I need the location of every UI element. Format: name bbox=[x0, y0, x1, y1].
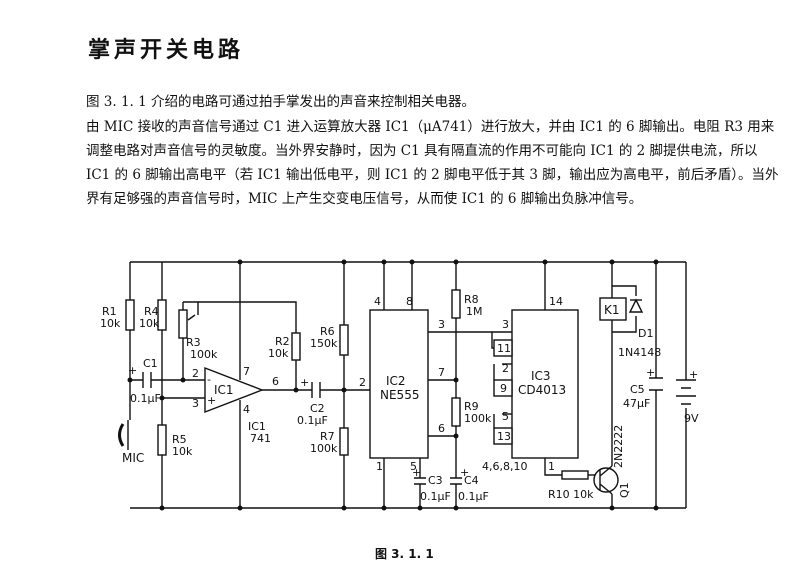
svg-text:+: + bbox=[689, 368, 698, 381]
resistor-r2 bbox=[291, 332, 301, 361]
r4-value: 10k bbox=[139, 317, 160, 330]
c2-value: 0.1μF bbox=[297, 414, 328, 427]
svg-text:2: 2 bbox=[359, 376, 366, 389]
svg-text:7: 7 bbox=[438, 366, 445, 379]
r3-label: R3 bbox=[186, 336, 201, 349]
resistor-r10 bbox=[561, 470, 589, 480]
figure-caption: 图 3. 1. 1 bbox=[375, 547, 434, 561]
resistor-r5 bbox=[157, 424, 167, 456]
r6-value: 150k bbox=[310, 337, 338, 350]
resistor-r8 bbox=[451, 289, 461, 319]
c1-value: 0.1μF bbox=[130, 392, 161, 405]
potentiometer-r3 bbox=[178, 309, 188, 339]
svg-text:NE555: NE555 bbox=[380, 388, 419, 402]
svg-text:8: 8 bbox=[406, 295, 413, 308]
r2-label: R2 bbox=[275, 335, 290, 348]
r2-value: 10k bbox=[268, 347, 289, 360]
mic-label: MIC bbox=[122, 451, 144, 465]
page-title: 掌声开关电路 bbox=[88, 37, 245, 63]
ic3-ground-pins: 4,6,8,10 bbox=[482, 460, 527, 473]
r1-value: 10k bbox=[100, 317, 121, 330]
c4-label: C4 bbox=[464, 474, 479, 487]
ic2-ne555 bbox=[369, 309, 429, 459]
intro-paragraph: 图 3. 1. 1 介绍的电路可通过拍手掌发出的声音来控制相关电器。 bbox=[86, 94, 476, 110]
svg-text:IC3: IC3 bbox=[531, 369, 551, 383]
battery-label: 9V bbox=[684, 412, 699, 425]
resistor-r6 bbox=[339, 324, 349, 356]
svg-text:6: 6 bbox=[272, 375, 279, 388]
d1-value: 1N4148 bbox=[618, 346, 661, 359]
svg-text:IC1: IC1 bbox=[214, 383, 234, 397]
q1-part: 2N2222 bbox=[612, 425, 625, 468]
svg-text:+: + bbox=[412, 466, 421, 479]
svg-text:+: + bbox=[460, 466, 469, 479]
svg-text:9: 9 bbox=[500, 382, 507, 395]
svg-text:+: + bbox=[646, 366, 655, 379]
svg-text:3: 3 bbox=[502, 318, 509, 331]
svg-text:-: - bbox=[207, 373, 211, 386]
r7-value: 100k bbox=[310, 442, 338, 455]
r10-label: R10 10k bbox=[548, 488, 594, 501]
resistor-r9 bbox=[451, 397, 461, 427]
svg-text:5: 5 bbox=[502, 410, 509, 423]
svg-text:741: 741 bbox=[250, 432, 271, 445]
c3-label: C3 bbox=[428, 474, 443, 487]
r8-label: R8 bbox=[464, 293, 479, 306]
svg-text:3: 3 bbox=[438, 318, 445, 331]
opamp-ic1 bbox=[204, 366, 264, 414]
r5-label: R5 bbox=[172, 433, 187, 446]
r7-label: R7 bbox=[320, 430, 335, 443]
svg-text:IC1: IC1 bbox=[248, 420, 266, 433]
resistor-r7 bbox=[339, 427, 349, 456]
svg-text:2: 2 bbox=[192, 367, 199, 380]
svg-text:CD4013: CD4013 bbox=[518, 383, 566, 397]
q1-label: Q1 bbox=[618, 482, 631, 498]
svg-text:+: + bbox=[300, 376, 309, 389]
relay-k1 bbox=[599, 297, 627, 321]
r3-value: 100k bbox=[190, 348, 218, 361]
svg-text:13: 13 bbox=[497, 430, 511, 443]
c5-value: 47μF bbox=[623, 397, 650, 410]
svg-text:5: 5 bbox=[410, 460, 417, 473]
r9-value: 100k bbox=[464, 412, 492, 425]
svg-text:+: + bbox=[207, 394, 216, 407]
svg-text:1: 1 bbox=[376, 460, 383, 473]
d1-label: D1 bbox=[638, 327, 653, 340]
r1-label: R1 bbox=[102, 305, 117, 318]
svg-text:7: 7 bbox=[243, 365, 250, 378]
svg-text:3: 3 bbox=[192, 397, 199, 410]
r4-label: R4 bbox=[144, 305, 159, 318]
r6-label: R6 bbox=[320, 325, 335, 338]
r5-value: 10k bbox=[172, 445, 193, 458]
resistor-r1 bbox=[125, 299, 135, 331]
c1-label: C1 bbox=[143, 357, 158, 370]
svg-text:IC2: IC2 bbox=[386, 374, 406, 388]
svg-text:1: 1 bbox=[548, 460, 555, 473]
body-paragraph: 由 MIC 接收的声音信号通过 C1 进入运算放大器 IC1（μA741）进行放… bbox=[86, 119, 779, 207]
svg-text:2: 2 bbox=[502, 362, 509, 375]
svg-text:11: 11 bbox=[497, 342, 511, 355]
svg-text:K1: K1 bbox=[604, 303, 620, 317]
r9-label: R9 bbox=[464, 400, 479, 413]
c2-label: C2 bbox=[310, 402, 325, 415]
svg-text:14: 14 bbox=[549, 295, 563, 308]
svg-text:+: + bbox=[128, 364, 137, 377]
c4-value: 0.1μF bbox=[458, 490, 489, 503]
svg-text:6: 6 bbox=[438, 422, 445, 435]
r8-value: 1M bbox=[466, 305, 483, 318]
c3-value: 0.1μF bbox=[420, 490, 451, 503]
resistor-r4 bbox=[157, 299, 167, 331]
c5-label: C5 bbox=[630, 383, 645, 396]
svg-text:4: 4 bbox=[374, 295, 381, 308]
svg-text:4: 4 bbox=[243, 403, 250, 416]
